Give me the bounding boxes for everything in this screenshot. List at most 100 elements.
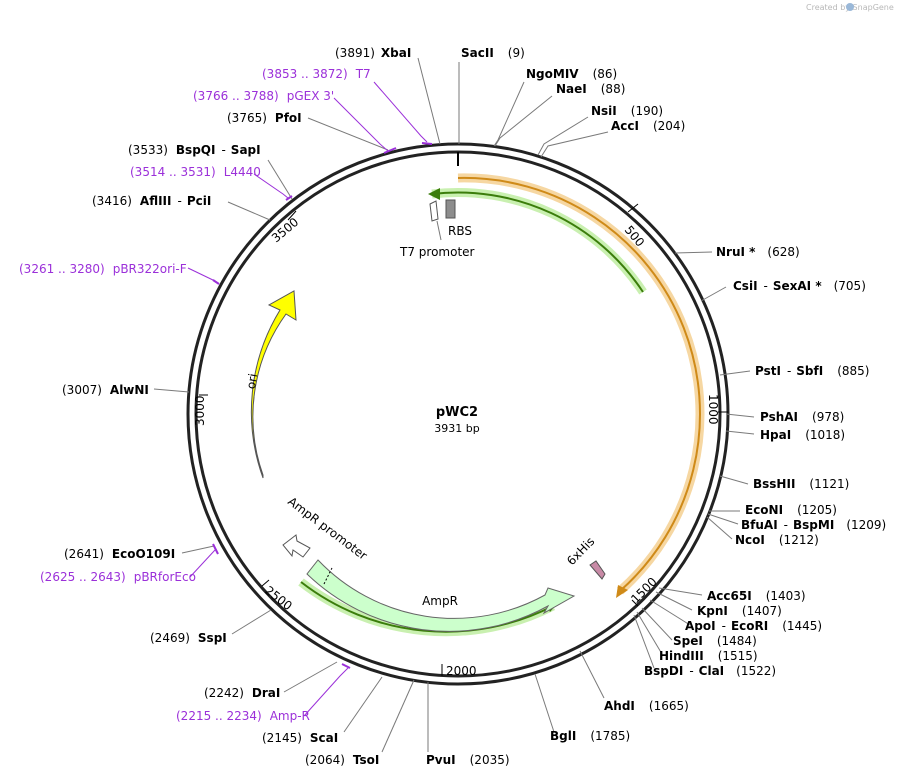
- leader-ampr: [303, 667, 349, 717]
- ori-label: ori: [244, 372, 260, 390]
- leader-l4440: [253, 173, 289, 199]
- name-kpni: KpnI: [697, 604, 728, 618]
- pos-bsshii: (1121): [809, 477, 849, 491]
- leader-spei: [641, 607, 673, 641]
- svg-text:HpaI(1018): HpaI (1018): [760, 428, 845, 442]
- pos-ncoi: (1212): [779, 533, 819, 547]
- pos-nsii: (190): [631, 104, 663, 118]
- name-bspdi: BspDI: [644, 664, 683, 678]
- orf-arrowhead: [616, 585, 628, 598]
- name-primer-pbrforeco: pBRforEco: [134, 570, 196, 584]
- range-l4440: (3514 .. 3531): [130, 165, 216, 179]
- plasmid-name: pWC2: [436, 405, 478, 420]
- pos-acc65i: (1403): [766, 589, 806, 603]
- tick-label-3500: 3500: [269, 215, 301, 245]
- svg-text:(2625 .. 2643)pBRforEco: (2625 .. 2643) pBRforEco: [40, 570, 196, 584]
- pos-hindiii: (1515): [718, 649, 758, 663]
- svg-text:(2064)TsoI: (2064)TsoI: [305, 753, 379, 767]
- pos-ecoo109i: (2641): [64, 547, 104, 561]
- name-clai: ClaI: [699, 664, 724, 678]
- leader-hpai: [725, 430, 755, 435]
- pos-bfuai: (1209): [846, 518, 886, 532]
- pos-psti: (885): [837, 364, 869, 378]
- range-pgex: (3766 .. 3788): [193, 89, 279, 103]
- leader-bfuai: [707, 513, 739, 525]
- svg-text:(3007)AlwNI: (3007)AlwNI: [62, 383, 149, 397]
- primer-mark-pbrforeco: [212, 543, 219, 555]
- t7-promoter-label: T7 promoter: [399, 245, 475, 259]
- ampr-feature: [306, 559, 576, 632]
- leader-bsshii: [719, 475, 749, 485]
- tick-500: [627, 203, 639, 213]
- leader-bgli: [534, 673, 555, 733]
- tick-label-2000: 2000: [446, 664, 477, 678]
- leader-ngomiv: [493, 81, 525, 147]
- pos-scai: (2145): [262, 731, 302, 745]
- svg-text:PshAI(978): PshAI (978): [760, 410, 844, 424]
- leader-xbai: [417, 57, 441, 145]
- leader-drai: [283, 661, 338, 693]
- svg-text:(3766 .. 3788)pGEX 3': (3766 .. 3788)pGEX 3': [193, 89, 334, 103]
- leader-kpni: [655, 591, 693, 611]
- bottom-green-arc: [300, 581, 554, 633]
- pos-naei: (88): [601, 82, 626, 96]
- pos-acci: (204): [653, 119, 685, 133]
- ori-feature: [250, 290, 297, 479]
- pos-hpai: (1018): [805, 428, 845, 442]
- svg-text:(2145)ScaI: (2145) ScaI: [262, 731, 338, 745]
- leader-pshai: [725, 413, 755, 418]
- svg-text:AccI(204): AccI(204): [611, 119, 685, 133]
- pos-ngomiv: (86): [593, 67, 618, 81]
- name-naei: NaeI: [556, 82, 587, 96]
- ampr-promoter-feature: [282, 534, 311, 558]
- tick-label-3000: 3000: [193, 395, 207, 426]
- name-spei: SpeI: [673, 634, 703, 648]
- name-primer-ampr: Amp-R: [270, 709, 310, 723]
- leader-naei: [494, 95, 553, 147]
- range-pbrforeco: (2625 .. 2643): [40, 570, 126, 584]
- site-labels: (3891)XbaI SacII(9) NgoMIV(86) NaeI(88) …: [62, 46, 886, 767]
- tick-2500: [261, 579, 270, 587]
- svg-text:NsiI(190): NsiI (190): [591, 104, 663, 118]
- name-apoi: ApoI: [685, 619, 716, 633]
- tick-label-1000: 1000: [706, 394, 720, 425]
- leader-nsii: [537, 116, 589, 156]
- name-sapi: SapI: [231, 143, 261, 157]
- tick-label-2500: 2500: [262, 583, 295, 613]
- leader-psti: [719, 370, 751, 376]
- name-primer-l4440: L4440: [224, 165, 261, 179]
- name-primer-t7: T7: [355, 67, 371, 81]
- t7-promoter-feature: [429, 200, 439, 222]
- svg-text:EcoNI(1205): EcoNI(1205): [745, 503, 837, 517]
- range-ampr-primer: (2215 .. 2234): [176, 709, 262, 723]
- ampr-label: AmpR: [422, 594, 458, 608]
- pos-afliii: (3416): [92, 194, 132, 208]
- name-hpai: HpaI: [760, 428, 791, 442]
- name-pshai: PshAI: [760, 410, 798, 424]
- range-t7: (3853 .. 3872): [262, 67, 348, 81]
- pos-pshai: (978): [812, 410, 844, 424]
- svg-text:PstI-SbfI(885): PstI-SbfI(885): [755, 364, 869, 378]
- name-sexai: SexAI *: [773, 279, 822, 293]
- svg-text:(3533)BspQI-SapI: (3533)BspQI-SapI: [128, 143, 261, 157]
- name-nsii: NsiI: [591, 104, 617, 118]
- leader-hindiii: [636, 611, 663, 655]
- svg-text:(2641)EcoO109I: (2641)EcoO109I: [64, 547, 175, 561]
- svg-text:NgoMIV(86): NgoMIV(86): [526, 67, 617, 81]
- svg-text:HindIII(1515): HindIII(1515): [659, 649, 758, 663]
- leader-acc65i: [658, 587, 703, 596]
- svg-text:(3514 .. 3531)L4440: (3514 .. 3531) L4440: [130, 165, 261, 179]
- name-sbfi: SbfI: [796, 364, 823, 378]
- name-sspi: SspI: [198, 631, 227, 645]
- pos-xbai: (3891): [335, 46, 375, 60]
- tick-1500: [631, 599, 639, 607]
- leader-sspi: [231, 609, 272, 635]
- primer-mark-pgex: [383, 147, 397, 154]
- name-primer-pbr322ori: pBR322ori-F: [113, 262, 187, 276]
- svg-text:(2469)SspI: (2469)SspI: [150, 631, 227, 645]
- name-scai: ScaI: [310, 731, 338, 745]
- name-bsshii: BssHII: [753, 477, 795, 491]
- name-acc65i: Acc65I: [707, 589, 752, 603]
- svg-text:KpnI(1407): KpnI(1407): [697, 604, 782, 618]
- name-ecori: EcoRI: [731, 619, 768, 633]
